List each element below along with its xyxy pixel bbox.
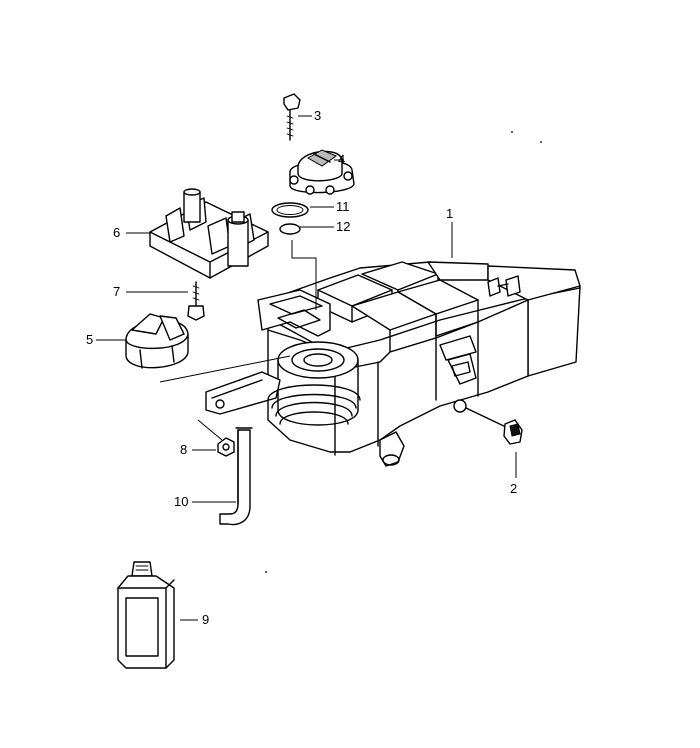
- callout-6: 6: [113, 225, 120, 240]
- callout-3: 3: [314, 108, 321, 123]
- callout-7: 7: [113, 284, 120, 299]
- callout-2: 2: [510, 481, 517, 496]
- callout-8: 8: [180, 442, 187, 457]
- leader-lines: [96, 115, 517, 621]
- screw-7: [187, 281, 205, 321]
- callout-11: 11: [336, 199, 350, 214]
- callout-10: 10: [174, 494, 188, 509]
- expansion-tank: [205, 261, 581, 467]
- hose-10: [219, 427, 253, 526]
- bracket-6: [149, 188, 269, 279]
- seal-ring-12: [279, 223, 301, 235]
- level-sensor-connector: [465, 407, 523, 445]
- bolt-3: [283, 93, 301, 141]
- callout-12: 12: [336, 219, 350, 234]
- callout-4: 4: [338, 152, 345, 167]
- callout-1: 1: [446, 206, 453, 221]
- o-ring-11: [271, 202, 309, 218]
- callout-5: 5: [86, 332, 93, 347]
- coolant-bottle-9: [117, 561, 175, 669]
- callout-9: 9: [202, 612, 209, 627]
- nut-8: [217, 437, 235, 457]
- filler-cap-5: [125, 313, 189, 369]
- sensor-flange: [289, 149, 355, 195]
